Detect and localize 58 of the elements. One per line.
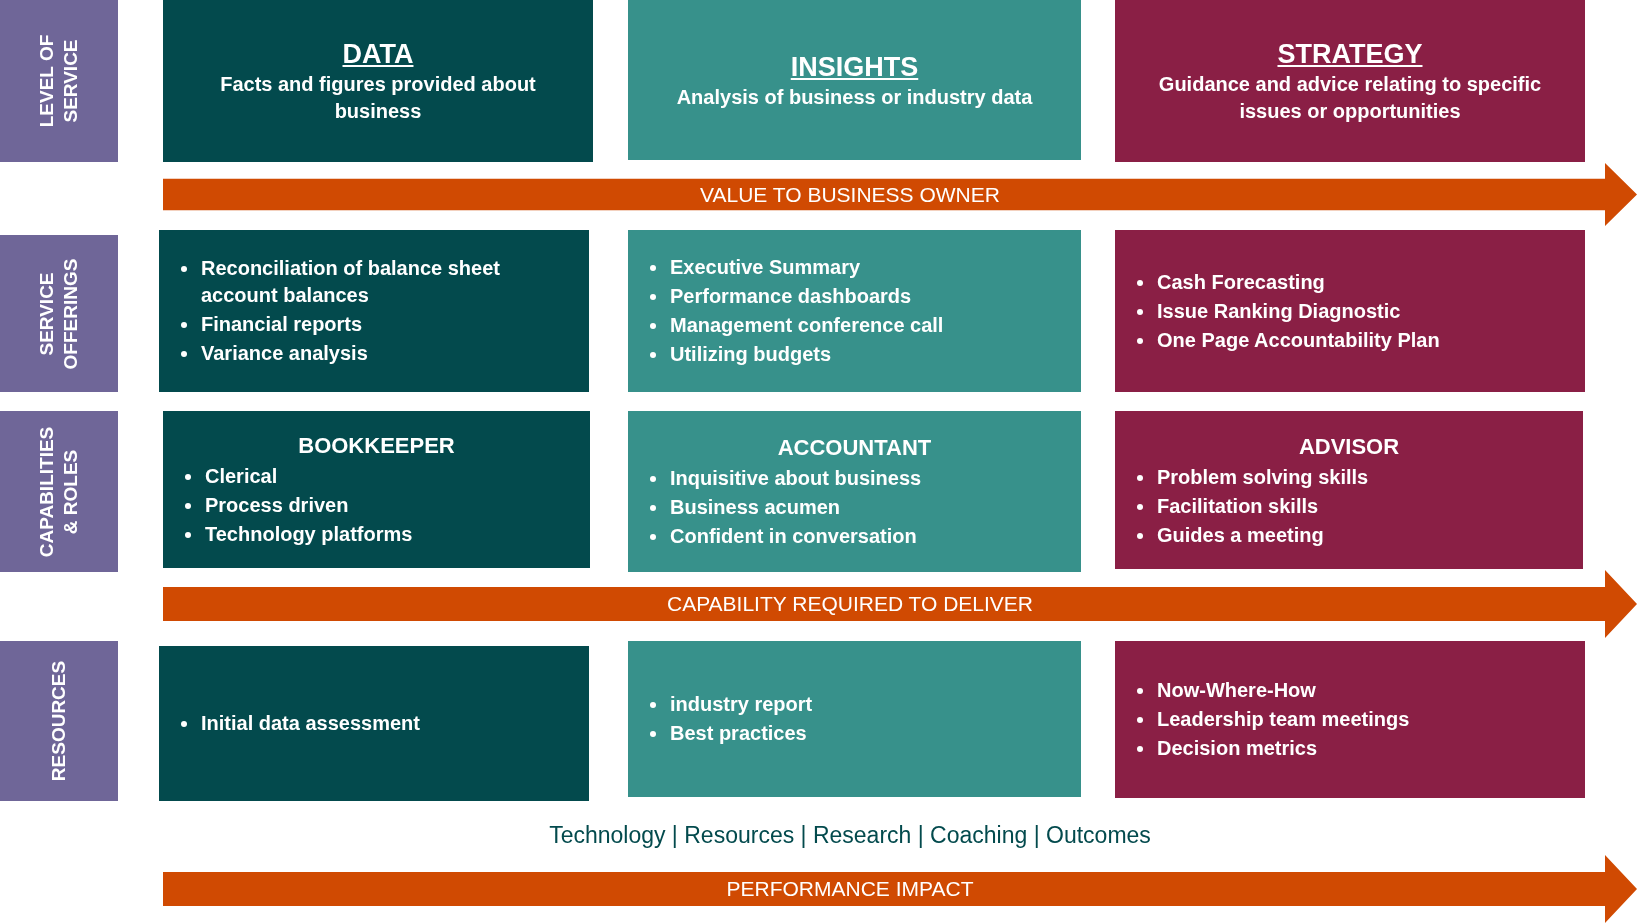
role-card (628, 411, 1081, 572)
role-title: ADVISOR (1298, 432, 1400, 461)
bullet-text: Decision metrics (1157, 737, 1318, 759)
bullet-text: Inquisitive about business (670, 467, 922, 489)
row-label: CAPABILITIES & ROLES (35, 426, 82, 557)
bullet-text: Reconciliation of balance sheet account balances (201, 257, 500, 306)
offering-card (1115, 641, 1585, 798)
row-label: LEVEL OF SERVICE (35, 33, 82, 130)
role-title: BOOKKEEPER (298, 432, 455, 460)
footer-text: Technology | Resources | Research | Coaching | Outcomes (549, 821, 1151, 850)
column-description: Facts and figures provided about business (219, 72, 537, 124)
row-label-box (0, 641, 118, 801)
bullet-text: Issue Ranking Diagnostic (1157, 299, 1401, 322)
row-label: RESOURCES (47, 660, 70, 782)
column-description: Guidance and advice relating to specific issues or opportunities (1157, 72, 1543, 124)
bullet-text: Problem solving skills (1157, 465, 1369, 488)
bullet-text: Best practices (670, 722, 807, 744)
row-label: SERVICE OFFERINGS (35, 257, 82, 371)
offering-card (628, 230, 1081, 392)
row-label-box (0, 0, 118, 162)
bullet-text: Clerical (205, 465, 278, 487)
arrow-label: PERFORMANCE IMPACT (726, 876, 974, 902)
bullet-text: Variance analysis (201, 342, 368, 364)
bullet-text: Executive Summary (670, 256, 861, 278)
arrow-label: VALUE TO BUSINESS OWNER (700, 181, 1000, 208)
role-card (163, 411, 590, 568)
bullet-text: Performance dashboards (670, 285, 912, 307)
bullet-text: Initial data assessment (201, 712, 420, 734)
bullet-text: Confident in conversation (670, 525, 917, 547)
row-label-box (0, 411, 118, 572)
bullet-text: Financial reports (201, 313, 363, 335)
column-title: DATA (342, 38, 414, 71)
column-header-card (163, 0, 593, 162)
offering-card (159, 646, 589, 801)
bullet-text: Management conference call (670, 314, 944, 336)
bullet-text: Cash Forecasting (1157, 270, 1325, 293)
bullet-text: Now-Where-How (1157, 679, 1316, 701)
bullet-text: Guides a meeting (1157, 523, 1324, 546)
offering-card (628, 641, 1081, 797)
bullet-text: Technology platforms (205, 523, 413, 545)
bullet-text: Business acumen (670, 496, 841, 518)
arrow-label: CAPABILITY REQUIRED TO DELIVER (666, 591, 1034, 617)
role-title: ACCOUNTANT (777, 434, 932, 462)
column-title: INSIGHTS (790, 50, 919, 84)
offering-card (1115, 230, 1585, 392)
column-header-card (628, 0, 1081, 160)
column-header-card (1115, 0, 1585, 162)
row-label-box (0, 235, 118, 392)
bullet-text: Leadership team meetings (1157, 708, 1410, 730)
bullet-text: Facilitation skills (1157, 494, 1319, 517)
column-title: STRATEGY (1277, 38, 1423, 71)
column-description: Analysis of business or industry data (676, 84, 1033, 110)
bullet-text: Utilizing budgets (670, 343, 832, 365)
offering-card (159, 230, 589, 392)
bullet-text: Process driven (205, 494, 349, 516)
role-card (1115, 411, 1583, 569)
bullet-text: industry report (670, 693, 813, 715)
bullet-text: One Page Accountability Plan (1157, 328, 1440, 351)
